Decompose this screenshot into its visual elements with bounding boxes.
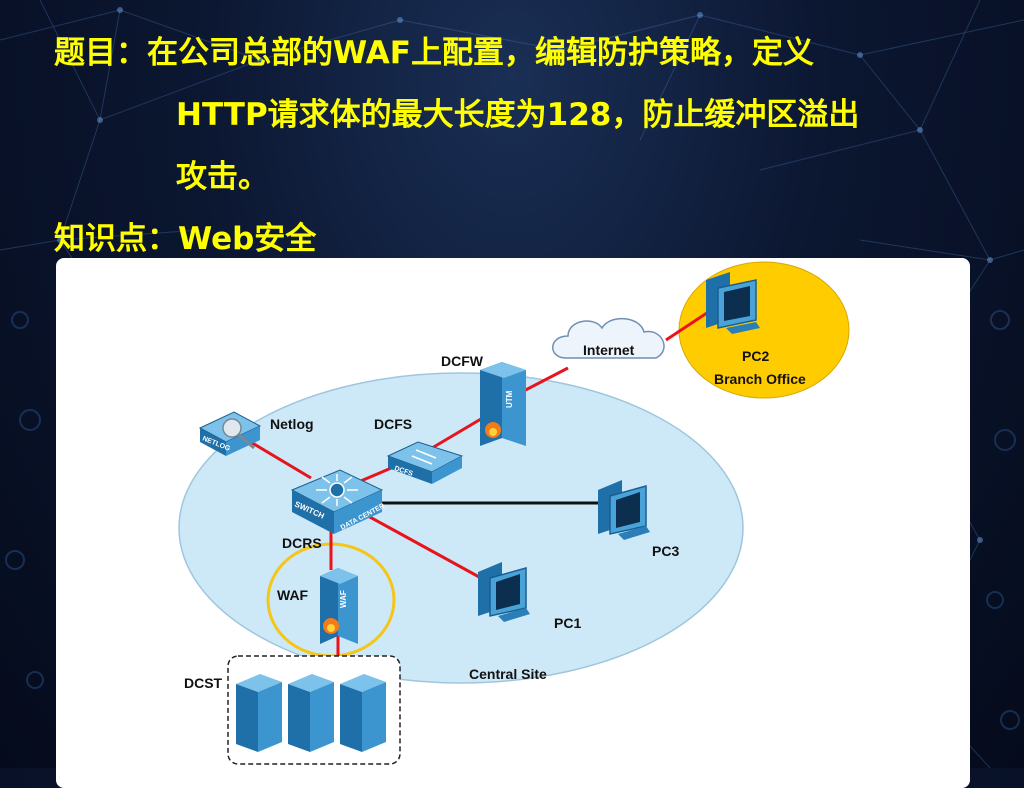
branch-office-label: Branch Office <box>714 371 806 387</box>
internet-label: Internet <box>583 342 635 358</box>
pc2-icon <box>706 272 760 334</box>
dcfs-label: DCFS <box>374 416 412 432</box>
central-site-label: Central Site <box>469 666 547 682</box>
question-line-3: 攻击。 <box>176 159 269 195</box>
question-text: 题目：在公司总部的WAF上配置，编辑防护策略，定义 HTTP请求体的最大长度为1… <box>54 22 1004 270</box>
dcrs-label: DCRS <box>282 535 322 551</box>
network-topology-diagram: UTM DCFS NETLOG <box>178 261 850 765</box>
link-dcrs-dcfs <box>355 464 397 485</box>
dcrs-switch-icon: SWITCH DATA CENTER <box>290 469 386 534</box>
link-netlog-dcrs <box>243 436 312 480</box>
server-icon <box>288 674 334 752</box>
link-dcfs-dcfw <box>431 414 487 450</box>
netlog-label: Netlog <box>270 416 314 432</box>
server-icon <box>340 674 386 752</box>
dcfs-device-icon: DCFS <box>386 441 464 484</box>
question-line-1: 题目：在公司总部的WAF上配置，编辑防护策略，定义 <box>54 35 814 71</box>
server-icon <box>236 674 282 752</box>
link-dcrs-pc1 <box>367 514 482 580</box>
utm-device-text: UTM <box>505 390 514 408</box>
knowledge-point: 知识点：Web安全 <box>54 221 317 257</box>
dcst-label: DCST <box>184 675 223 691</box>
central-site-area <box>178 372 744 684</box>
waf-label: WAF <box>277 587 309 603</box>
netlog-device-icon: NETLOG <box>198 411 262 456</box>
diagram-panel: UTM DCFS NETLOG <box>56 258 970 788</box>
background-network-pattern <box>0 0 1024 768</box>
pc3-icon <box>598 480 650 540</box>
dcfw-utm-firewall-icon: UTM <box>480 362 526 446</box>
dcfw-label: DCFW <box>441 353 484 369</box>
pc3-label: PC3 <box>652 543 679 559</box>
question-line-2: HTTP请求体的最大长度为128，防止缓冲区溢出 <box>176 97 860 133</box>
dcst-server-group <box>227 655 401 765</box>
pc1-label: PC1 <box>554 615 581 631</box>
pc2-label: PC2 <box>742 348 769 364</box>
internet-cloud-icon <box>552 318 665 359</box>
waf-firewall-icon: WAF <box>320 568 358 644</box>
pc1-icon <box>478 562 530 622</box>
waf-device-text: WAF <box>339 590 348 608</box>
